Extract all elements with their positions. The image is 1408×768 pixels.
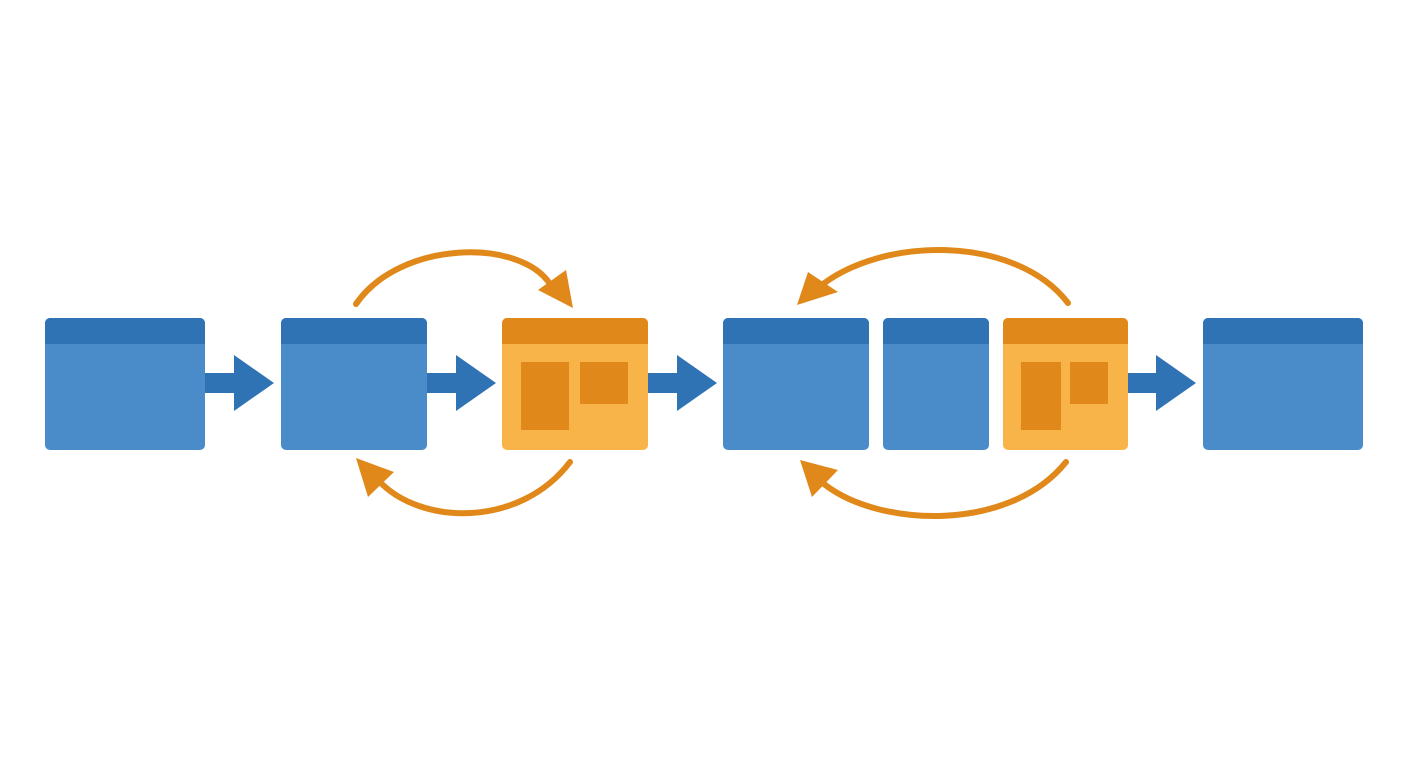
step-box-header [45,318,205,344]
loop-arrow-top-2 [815,247,1071,306]
step-box-1 [45,318,205,450]
flow-arrow-shaft [426,373,458,393]
step-box-5 [1203,318,1363,450]
loop-box-header [1003,318,1128,344]
loop-arrow-bottom-2 [821,459,1069,519]
flow-arrow-head [677,355,717,411]
step-box-2 [281,318,427,450]
step-box-body [883,318,989,450]
flow-arrow-head [1156,355,1196,411]
step-box-body [723,318,869,450]
layout-panel-tall [521,362,569,430]
flow-arrow-shaft [204,373,236,393]
flow-arrows [204,355,1196,411]
loop-arrow-top-1 [353,249,553,307]
loop-arrowhead-top-1 [538,270,573,308]
loop-box-header [502,318,648,344]
flow-arrow-2 [426,355,496,411]
flow-arrow-4 [1126,355,1196,411]
step-box-header [1203,318,1363,344]
flow-arrow-3 [647,355,717,411]
step-box-body [1203,318,1363,450]
step-box-header [281,318,427,344]
step-box-4 [883,318,989,450]
step-box-3 [723,318,869,450]
layout-panel-icon [521,362,628,430]
step-box-body [45,318,205,450]
step-nodes [45,318,1363,450]
loop-arrows [353,247,1071,519]
layout-panel-small [1070,362,1108,404]
flow-arrow-shaft [647,373,679,393]
loop-nodes [502,318,1128,450]
loop-arrowhead-bottom-2 [800,460,838,497]
loop-arrowhead-top-2 [797,272,838,305]
flow-arrow-1 [204,355,274,411]
loop-arrow-bottom-1 [375,459,573,517]
step-box-header [723,318,869,344]
layout-panel-small [580,362,628,404]
layout-panel-tall [1021,362,1061,430]
flow-arrow-head [234,355,274,411]
loop-box-1 [502,318,648,450]
loop-arrowhead-bottom-1 [356,458,394,497]
flow-arrow-shaft [1126,373,1158,393]
step-box-header [883,318,989,344]
flow-arrow-head [456,355,496,411]
layout-panel-icon [1021,362,1108,430]
loop-box-2 [1003,318,1128,450]
step-box-body [281,318,427,450]
